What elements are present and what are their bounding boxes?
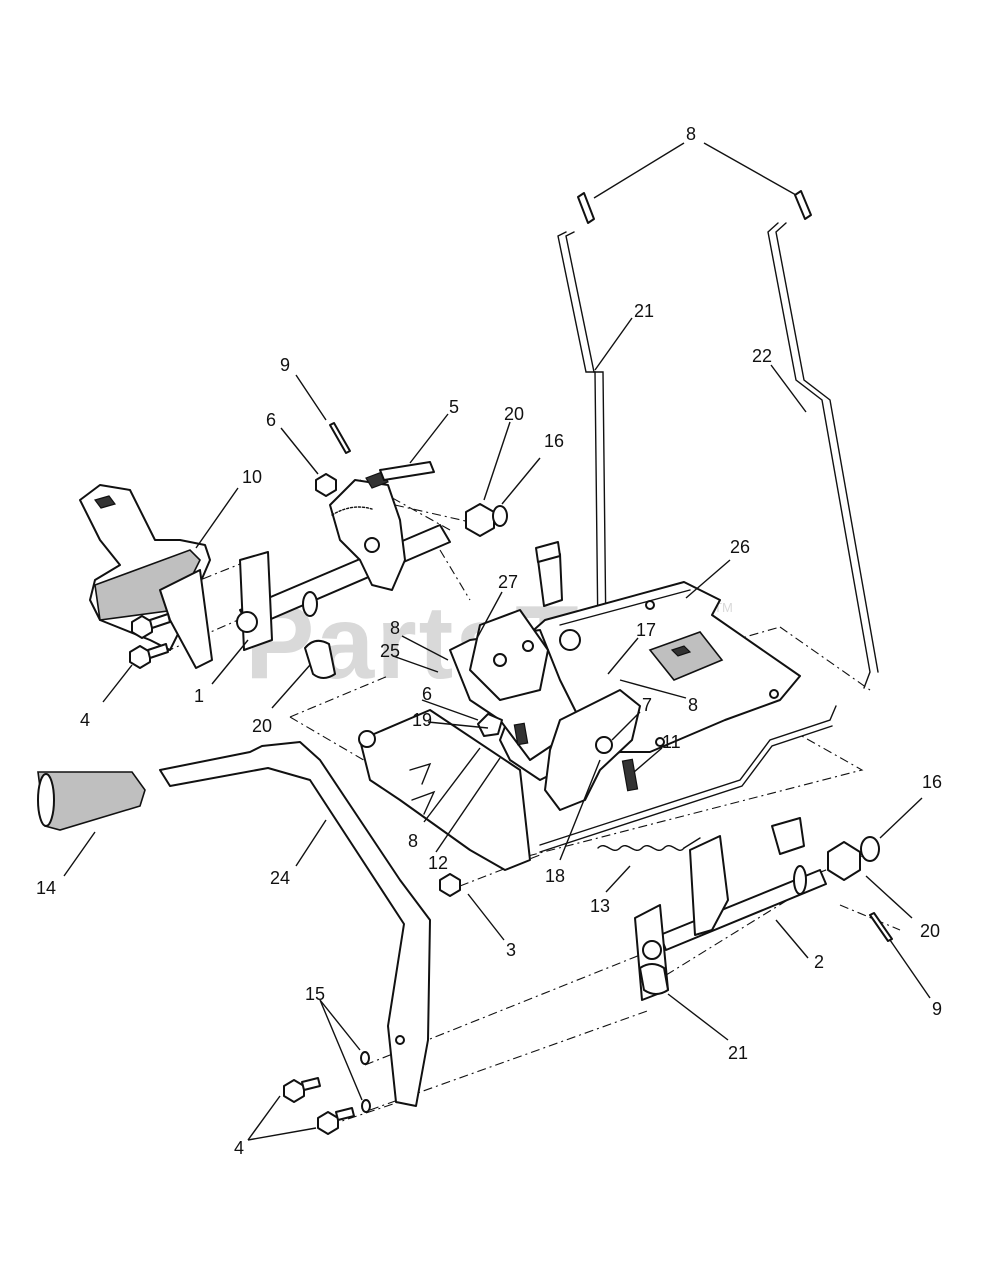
rubber-block-17	[648, 631, 724, 681]
callout-20: 20	[504, 404, 524, 424]
callout-8: 8	[688, 695, 698, 715]
callout-labels: 8 21 22 9 5 20 6 16 10 26 27 8 17 25 6 8…	[36, 124, 942, 1158]
callout-21: 21	[728, 1043, 748, 1063]
callout-6: 6	[266, 410, 276, 430]
callout-19: 19	[412, 710, 432, 730]
callout-2: 2	[814, 952, 824, 972]
callout-15: 15	[305, 984, 325, 1004]
bushing-21-bottom	[639, 963, 669, 995]
callout-12: 12	[428, 853, 448, 873]
link-rod	[539, 705, 837, 853]
rod-22	[557, 231, 607, 644]
nut-6-top	[315, 473, 337, 497]
callout-23: 22	[752, 346, 772, 366]
brake-pedal-10	[79, 484, 213, 669]
callout-13: 13	[590, 896, 610, 916]
callout-7: 7	[642, 695, 652, 715]
sector-bracket-5	[329, 461, 435, 591]
callout-17: 17	[636, 620, 656, 640]
grip-14	[37, 771, 146, 831]
callout-20: 20	[920, 921, 940, 941]
callout-27: 27	[498, 572, 518, 592]
callout-9: 9	[280, 355, 290, 375]
callout-6: 6	[422, 684, 432, 704]
spring-13	[597, 837, 701, 851]
rod-23	[767, 222, 879, 689]
bolts-4-top	[129, 613, 171, 669]
callout-4: 4	[234, 1138, 244, 1158]
bolts-4-bottom	[283, 1051, 371, 1135]
leader-lines	[63, 142, 931, 1141]
callout-25: 25	[380, 641, 400, 661]
side-plate-left	[358, 709, 531, 871]
bushing-21-top	[304, 639, 336, 679]
cotter-pin-9-bottom	[869, 912, 893, 942]
callout-16: 16	[922, 772, 942, 792]
bolt-3	[439, 873, 461, 897]
callout-5: 5	[449, 397, 459, 417]
nut-20-bottom	[827, 836, 880, 881]
callout-8: 8	[390, 618, 400, 638]
cotter-pin-9-top	[329, 422, 351, 454]
callout-18: 18	[545, 866, 565, 886]
lever-7	[544, 689, 641, 811]
stud-bolt	[535, 541, 563, 607]
lever-24	[159, 741, 431, 1107]
callout-9: 9	[932, 999, 942, 1019]
callout-3: 3	[506, 940, 516, 960]
callout-4: 4	[80, 710, 90, 730]
callout-11: 11	[662, 732, 681, 752]
callout-16: 16	[544, 431, 564, 451]
callout-1: 1	[194, 686, 204, 706]
callout-26: 26	[730, 537, 750, 557]
callout-8: 8	[686, 124, 696, 144]
callout-24: 24	[270, 868, 290, 888]
callout-22: 21	[634, 301, 654, 321]
callout-21: 20	[252, 716, 272, 736]
callout-10: 10	[242, 467, 262, 487]
cotter-pin-8-top	[577, 190, 812, 224]
nut-20-top	[465, 503, 508, 537]
callout-14: 14	[36, 878, 56, 898]
springs	[477, 713, 639, 792]
callout-8: 8	[408, 831, 418, 851]
